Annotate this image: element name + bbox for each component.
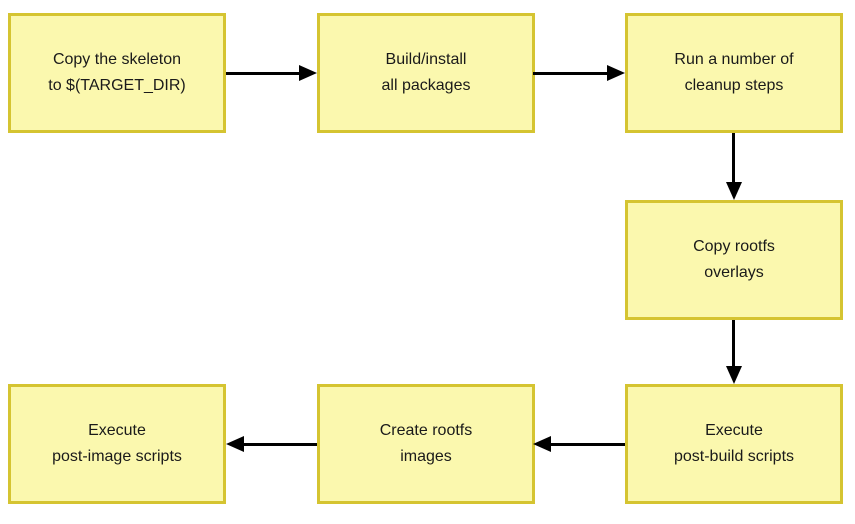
- node-post-build: Execute post-build scripts: [625, 384, 843, 504]
- arrow-copy-overlays-to-post-build: [732, 320, 735, 367]
- arrow-right-icon: [299, 65, 317, 81]
- arrow-right-icon: [607, 65, 625, 81]
- node-cleanup-steps: Run a number of cleanup steps: [625, 13, 843, 133]
- node-build-install: Build/install all packages: [317, 13, 535, 133]
- arrow-left-icon: [533, 436, 551, 452]
- node-copy-overlays: Copy rootfs overlays: [625, 200, 843, 320]
- node-copy-skeleton: Copy the skeleton to $(TARGET_DIR): [8, 13, 226, 133]
- arrow-post-build-to-create-images: [550, 443, 625, 446]
- arrow-left-icon: [226, 436, 244, 452]
- arrow-build-install-to-cleanup-steps: [533, 72, 607, 75]
- arrow-copy-skeleton-to-build-install: [226, 72, 300, 75]
- node-post-image: Execute post-image scripts: [8, 384, 226, 504]
- arrow-down-icon: [726, 182, 742, 200]
- arrow-create-images-to-post-image: [243, 443, 317, 446]
- arrow-down-icon: [726, 366, 742, 384]
- arrow-cleanup-steps-to-copy-overlays: [732, 133, 735, 183]
- node-create-images: Create rootfs images: [317, 384, 535, 504]
